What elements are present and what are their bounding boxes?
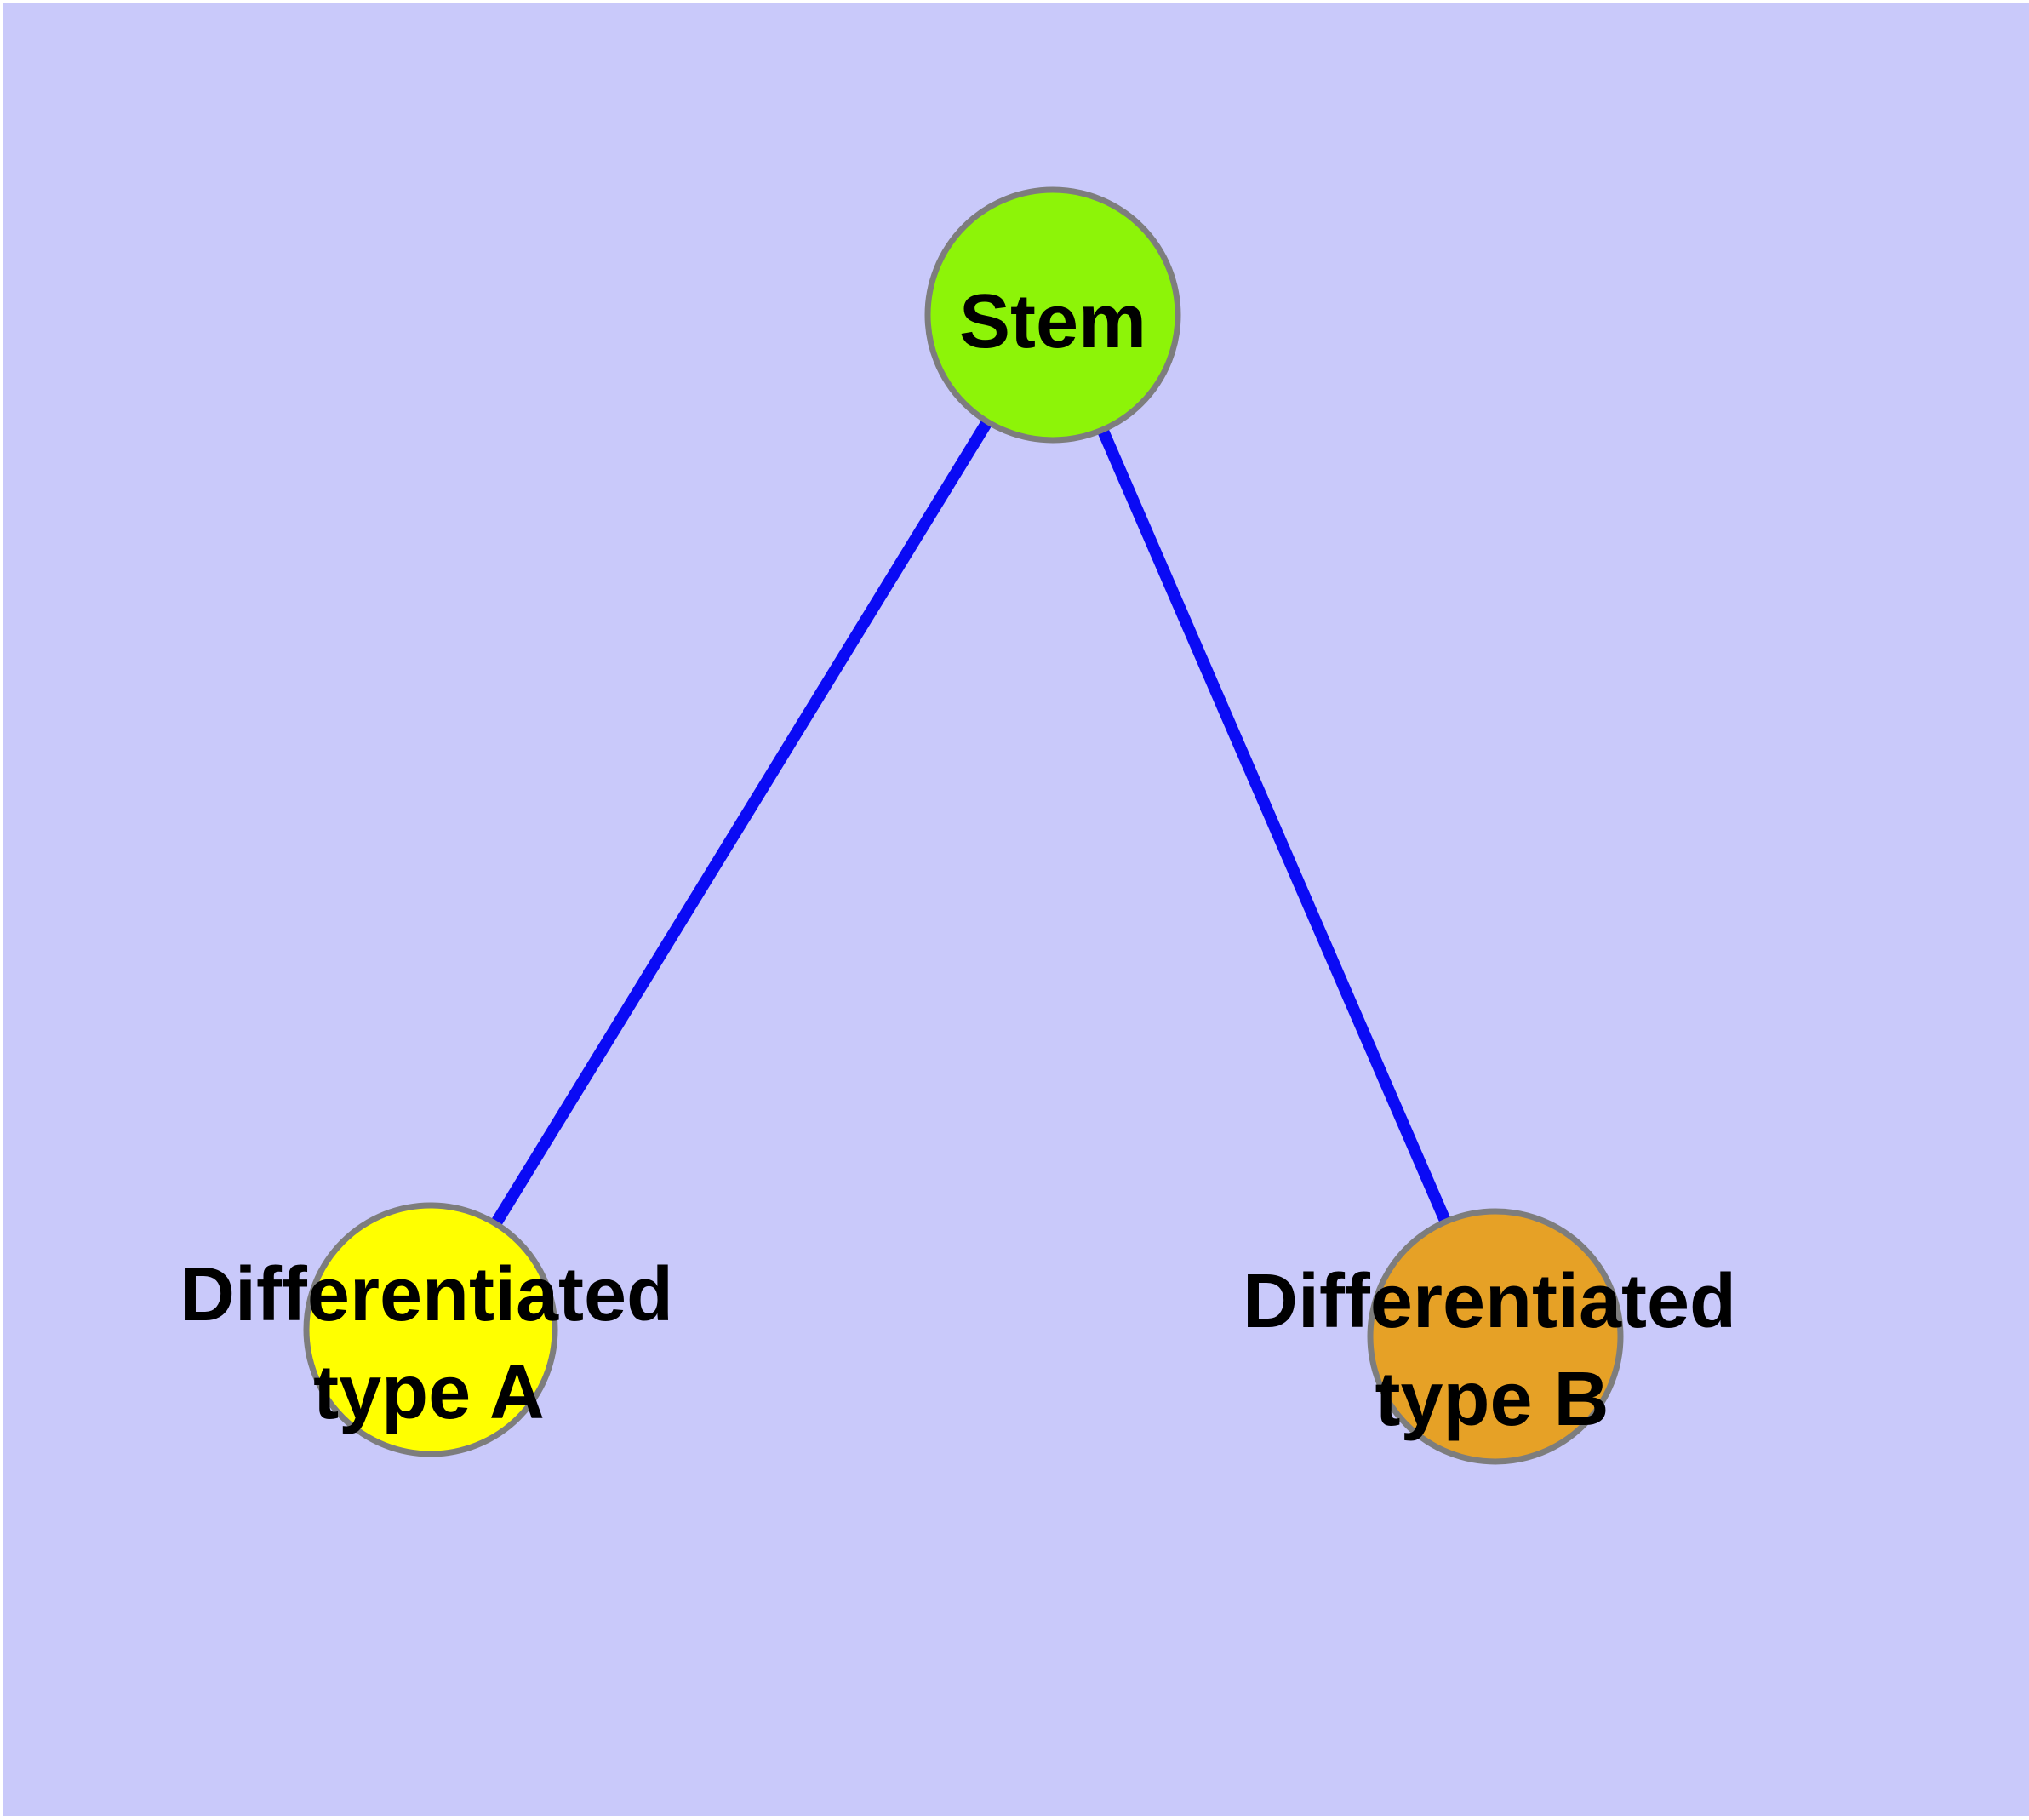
differentiated-type-b-node — [1367, 1208, 1624, 1465]
differentiated-type-a-label-line1: Differentiated — [180, 1252, 673, 1337]
stem-node — [924, 186, 1181, 444]
differentiated-type-b-label-line1: Differentiated — [1243, 1259, 1736, 1344]
differentiated-type-a-node — [303, 1202, 558, 1457]
edge-stem-to-differentiated-type-b — [1047, 312, 1501, 1339]
differentiated-type-a-label-line2: type A — [313, 1350, 545, 1435]
stem-node-label: Stem — [959, 279, 1146, 364]
differentiated-type-b-label-line2: type B — [1375, 1357, 1609, 1442]
edge-stem-to-differentiated-type-a — [426, 312, 1058, 1333]
